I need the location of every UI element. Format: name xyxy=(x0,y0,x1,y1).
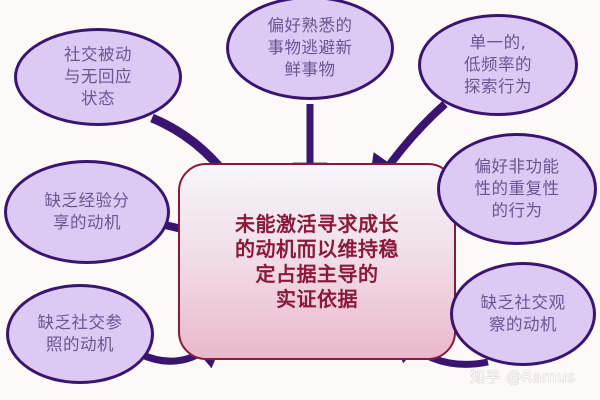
watermark: 知乎 @Ramus xyxy=(470,368,576,386)
node-mid-right: 偏好非功能 性的重复性 的行为 xyxy=(437,133,597,245)
node-top-center: 偏好熟悉的 事物逃避新 鲜事物 xyxy=(226,0,394,100)
node-mid-left-text: 缺乏经验分 享的动机 xyxy=(44,191,130,232)
node-bottom-right-text: 缺乏社交观 察的动机 xyxy=(480,293,566,334)
node-bottom-right: 缺乏社交观 察的动机 xyxy=(450,262,596,366)
node-top-left-text: 社交被动 与无回应 状态 xyxy=(64,45,132,108)
central-conclusion-text: 未能激活寻求成长 的动机而以维持稳 定占据主导的 实证依据 xyxy=(235,211,399,311)
node-top-left: 社交被动 与无回应 状态 xyxy=(14,28,182,126)
node-top-right-text: 单一的, 低频率的 探索行为 xyxy=(464,33,532,96)
node-bottom-left: 缺乏社交参 照的动机 xyxy=(6,284,154,384)
central-conclusion-box: 未能激活寻求成长 的动机而以维持稳 定占据主导的 实证依据 xyxy=(178,163,456,360)
node-mid-right-text: 偏好非功能 性的重复性 的行为 xyxy=(474,157,560,220)
node-bottom-left-text: 缺乏社交参 照的动机 xyxy=(37,313,123,354)
node-top-right: 单一的, 低频率的 探索行为 xyxy=(418,14,578,116)
node-mid-left: 缺乏经验分 享的动机 xyxy=(4,160,170,264)
node-top-center-text: 偏好熟悉的 事物逃避新 鲜事物 xyxy=(267,16,353,79)
